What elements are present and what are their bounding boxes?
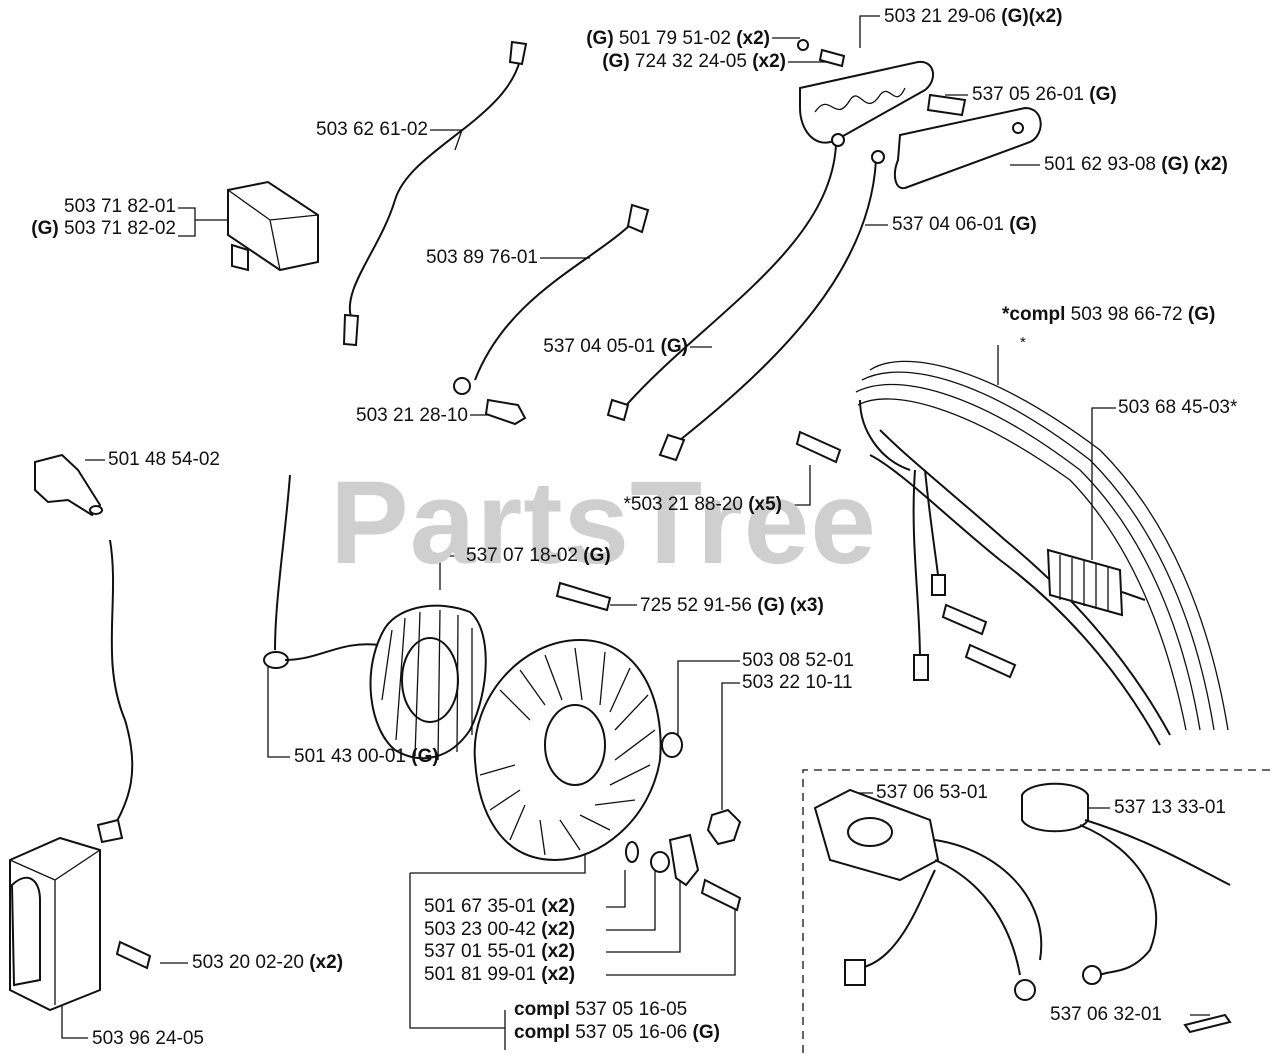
heat-shield-plates bbox=[797, 39, 1042, 190]
label-537-05-16-06: compl 537 05 16-06 (G) bbox=[514, 1022, 720, 1043]
leader-line bbox=[606, 870, 626, 908]
label-537-05-26-01: 537 05 26-01 (G) bbox=[972, 84, 1117, 105]
label-537-01-55-01: 537 01 55-01 (x2) bbox=[424, 941, 576, 962]
leader-line bbox=[784, 465, 811, 506]
stator-501-43-00-01 bbox=[263, 474, 487, 761]
part-537-06-53-01 bbox=[813, 788, 1043, 1001]
label-503-23-00-42: 503 23 00-42 (x2) bbox=[424, 919, 576, 940]
label-503-21-88-20: *503 21 88-20 (x5) bbox=[623, 494, 782, 515]
leader-line bbox=[606, 870, 656, 931]
leader-line bbox=[267, 660, 290, 758]
washer-503-08-52-01 bbox=[661, 732, 683, 758]
leader-line bbox=[1091, 407, 1116, 560]
label-503-62-61-02: 503 62 61-02 bbox=[316, 119, 428, 140]
label-501-62-93-08: 501 62 93-08 (G) (x2) bbox=[1044, 154, 1228, 175]
dashed-box bbox=[802, 769, 1270, 1053]
wiring-harness-503-98-66-72 bbox=[795, 360, 1229, 746]
leader-line bbox=[721, 682, 740, 810]
label-503-96-24-05: 503 96 24-05 bbox=[92, 1028, 204, 1049]
wire-537-04-06-01 bbox=[658, 150, 885, 462]
label-501-48-54-02: 501 48 54-02 bbox=[108, 449, 220, 470]
spark-plug-cap-501-48-54-02 bbox=[34, 453, 103, 517]
label-503-22-10-11: 503 22 10-11 bbox=[742, 672, 853, 693]
label-503-20-02-20: 503 20 02-20 (x2) bbox=[192, 952, 344, 973]
label-503-21-28-10: 503 21 28-10 bbox=[356, 405, 468, 426]
wire-537-04-05-01 bbox=[606, 133, 845, 422]
part-537-06-32-01 bbox=[1183, 1013, 1232, 1034]
label-501-67-35-01: 501 67 35-01 (x2) bbox=[424, 896, 576, 917]
label-asterisk: * bbox=[1020, 334, 1026, 351]
leader-line bbox=[61, 1000, 88, 1039]
leader-line bbox=[178, 207, 228, 237]
leader-line bbox=[859, 15, 880, 48]
label-503-08-52-01: 503 08 52-01 bbox=[742, 650, 854, 671]
label-537-04-05-01: 537 04 05-01 (G) bbox=[543, 336, 688, 357]
leader-line bbox=[439, 555, 460, 590]
wire-503-62-61-02 bbox=[342, 40, 528, 347]
label-501-43-00-01: 501 43 00-01 (G) bbox=[294, 746, 439, 767]
wire-503-89-76-01 bbox=[453, 203, 650, 426]
label-537-06-32-01: 537 06 32-01 bbox=[1050, 1004, 1162, 1025]
label-503-98-66-72: *compl 503 98 66-72 (G) bbox=[1002, 304, 1216, 325]
flywheel-537-07-18-02 bbox=[473, 581, 662, 862]
label-537-06-53-01: 537 06 53-01 bbox=[876, 782, 988, 803]
label-501-79-51-02: (G) 501 79 51-02 (x2) bbox=[586, 28, 770, 49]
watermark: PartsTree bbox=[330, 457, 877, 589]
label-537-07-18-02: 537 07 18-02 (G) bbox=[466, 545, 611, 566]
label-503-89-76-01: 503 89 76-01 bbox=[426, 247, 538, 268]
ignition-module-503-96-24-05 bbox=[9, 818, 152, 1012]
nut-503-22-10-11 bbox=[706, 808, 742, 846]
label-503-68-45-03: 503 68 45-03* bbox=[1118, 397, 1238, 418]
label-503-71-82-02: (G) 503 71 82-02 bbox=[31, 218, 176, 239]
switch-503-71-82 bbox=[227, 180, 319, 272]
label-724-32-24-05: (G) 724 32 24-05 (x2) bbox=[602, 51, 786, 72]
leader-line bbox=[677, 660, 740, 735]
leader-line bbox=[606, 880, 681, 953]
label-537-05-16-05: compl 537 05 16-05 bbox=[514, 999, 688, 1020]
part-537-13-33-01 bbox=[1021, 782, 1231, 985]
label-725-52-91-56: 725 52 91-56 (G) (x3) bbox=[640, 595, 824, 616]
label-503-21-29-06: 503 21 29-06 (G)(x2) bbox=[884, 6, 1063, 27]
label-537-13-33-01: 537 13 33-01 bbox=[1114, 797, 1226, 818]
ignition-lead bbox=[109, 539, 134, 831]
label-503-71-82-01: 503 71 82-01 bbox=[64, 196, 176, 217]
label-537-04-06-01: 537 04 06-01 (G) bbox=[892, 214, 1037, 235]
leader-line bbox=[606, 900, 736, 976]
label-501-81-99-01: 501 81 99-01 (x2) bbox=[424, 964, 576, 985]
